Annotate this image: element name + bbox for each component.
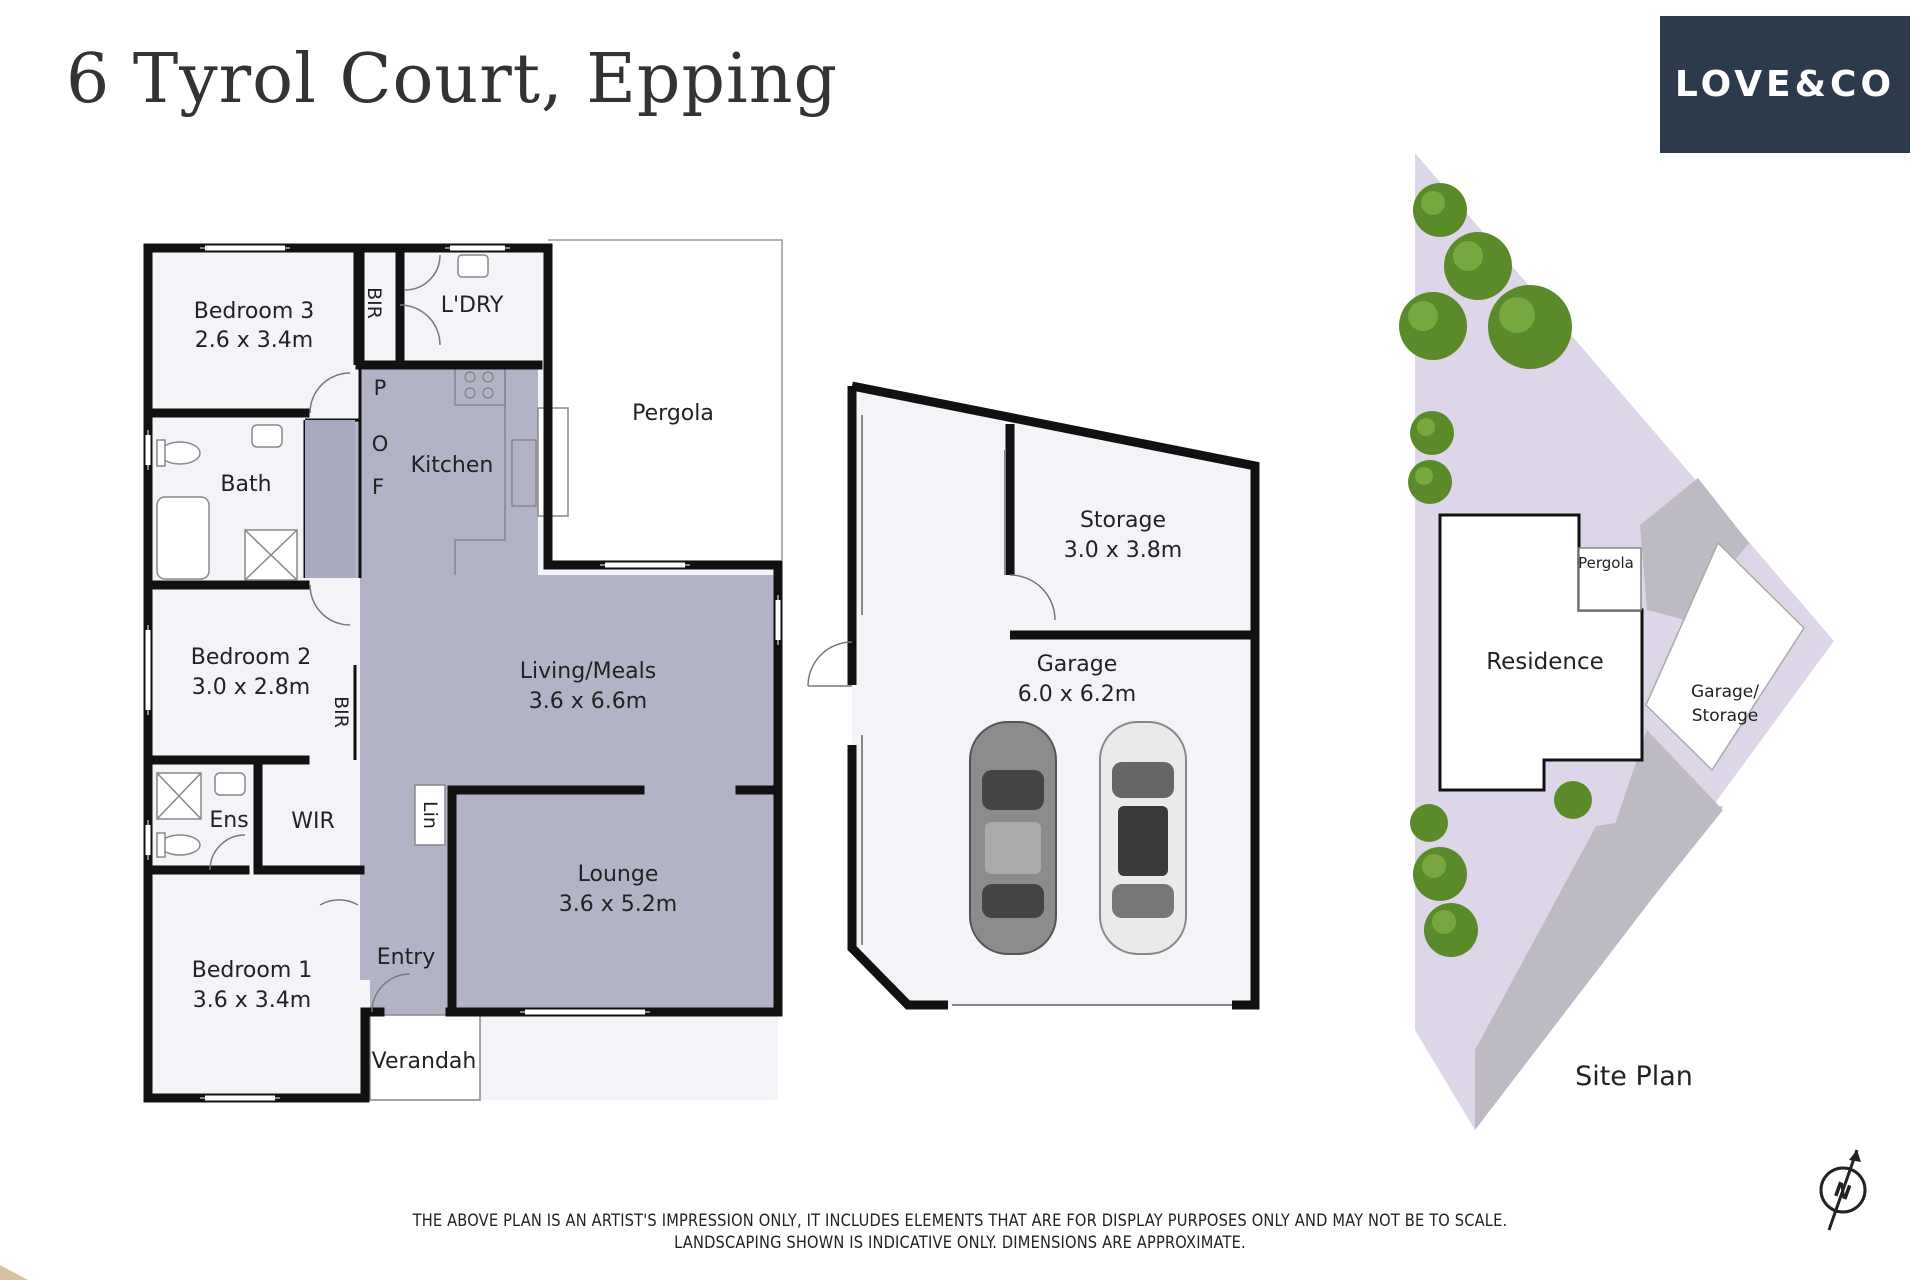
car-light	[1099, 721, 1187, 955]
pergola-label: Pergola	[632, 401, 714, 426]
laundry-tub	[457, 254, 489, 278]
laundry-label: L'DRY	[441, 293, 504, 318]
wir-label: WIR	[291, 809, 335, 834]
bedroom2-label: Bedroom 2	[191, 645, 312, 670]
toilet	[159, 441, 201, 465]
pantry-label: P	[374, 376, 387, 400]
corner-accent	[0, 1265, 28, 1280]
garage-label: Garage	[1037, 652, 1118, 677]
tree-highlights	[1408, 191, 1535, 934]
hallway-fill	[305, 420, 355, 578]
kitchen-label: Kitchen	[411, 453, 494, 478]
bedroom3-size: 2.6 x 3.4m	[195, 328, 313, 353]
kitchen-bench	[454, 365, 506, 575]
bedroom2-size: 3.0 x 2.8m	[192, 675, 310, 700]
bath-label: Bath	[220, 472, 271, 497]
window-glazing	[145, 245, 781, 1101]
verandah-outline	[369, 1014, 481, 1101]
oven-label: O	[372, 432, 389, 456]
pergola-area	[548, 240, 782, 560]
lounge-size: 3.6 x 5.2m	[559, 892, 677, 917]
garage-plan: Storage 3.0 x 3.8m Garage 6.0 x 6.2m	[807, 381, 1260, 1010]
disclaimer-line-2: LANDSCAPING SHOWN IS INDICATIVE ONLY. DI…	[674, 1233, 1246, 1253]
ensuite-label: Ens	[209, 808, 248, 833]
bathtub	[156, 496, 210, 580]
fridge-label: F	[372, 475, 384, 499]
compass-icon: N	[1819, 1149, 1867, 1231]
garage-door-swings	[807, 574, 1056, 687]
bedroom1-label: Bedroom 1	[192, 958, 313, 983]
linen-label: Lin	[419, 801, 441, 829]
cooktop-burner	[464, 387, 476, 399]
bir-mid-label: BIR	[330, 696, 352, 728]
ensuite-basin	[214, 772, 246, 796]
logo-text: LOVE&CO	[1674, 64, 1896, 105]
door-swings	[209, 254, 441, 1013]
ensuite-cistern	[156, 832, 166, 858]
site-drive-upper	[1640, 478, 1749, 620]
garage-size: 6.0 x 6.2m	[1018, 682, 1136, 707]
site-drive-curve	[1475, 806, 1723, 1130]
cooktop-burner	[464, 371, 476, 383]
kitchen-sink	[511, 439, 537, 507]
living-label: Living/Meals	[520, 659, 656, 684]
site-pergola	[1578, 547, 1642, 611]
compass-north-label: N	[1831, 1177, 1855, 1205]
property-address-title: 6 Tyrol Court, Epping	[66, 40, 839, 119]
kitchen-window-bay	[537, 407, 569, 517]
love-and-co-logo: LOVE&CO	[1660, 16, 1910, 153]
tree-icon	[1410, 804, 1448, 842]
cooktop-burner	[482, 371, 494, 383]
disclaimer-line-1: THE ABOVE PLAN IS AN ARTIST'S IMPRESSION…	[412, 1211, 1508, 1231]
site-residence-label: Residence	[1486, 649, 1604, 675]
storage-size: 3.0 x 3.8m	[1064, 538, 1182, 563]
garage-openings	[861, 415, 1232, 1006]
garage-walls	[847, 381, 1260, 1010]
site-garage-storage	[1645, 541, 1805, 772]
bir-top-label: BIR	[363, 287, 385, 319]
lounge-label: Lounge	[578, 862, 659, 887]
house-floor-plan: Bedroom 3 2.6 x 3.4m BIR L'DRY P O F Kit…	[143, 239, 783, 1103]
ensuite-toilet	[159, 834, 201, 856]
site-plan-title: Site Plan	[1575, 1061, 1693, 1092]
car-dark	[969, 721, 1057, 955]
entry-label: Entry	[377, 945, 436, 970]
bedroom3-label: Bedroom 3	[194, 299, 315, 324]
toilet-cistern	[156, 439, 166, 467]
disclaimer: THE ABOVE PLAN IS AN ARTIST'S IMPRESSION…	[0, 1210, 1920, 1254]
site-residence	[1438, 513, 1644, 792]
bath-fixtures	[156, 254, 489, 858]
verandah-label: Verandah	[372, 1049, 477, 1074]
site-pergola-label: Pergola	[1578, 554, 1634, 572]
storage-label: Storage	[1080, 508, 1166, 533]
tree-icon	[1554, 781, 1592, 819]
pergola-outline	[548, 239, 783, 560]
cooktop-burner	[482, 387, 494, 399]
linen-cupboard	[414, 784, 446, 846]
living-size: 3.6 x 6.6m	[529, 689, 647, 714]
basin	[251, 424, 283, 448]
bedroom1-size: 3.6 x 3.4m	[193, 988, 311, 1013]
site-garage-label-1: Garage/	[1691, 682, 1759, 702]
site-plan: Pergola Residence Garage/ Storage Site P…	[1399, 153, 1834, 1130]
site-garage-label-2: Storage	[1692, 706, 1759, 726]
living-zone-fill	[305, 365, 778, 1015]
